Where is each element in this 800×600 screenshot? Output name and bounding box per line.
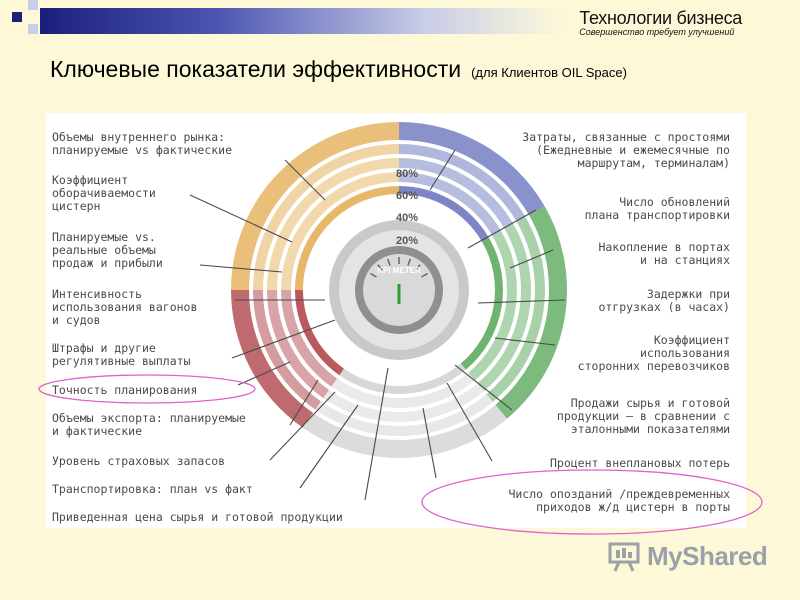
gauge-ring-segment: [302, 404, 507, 459]
gauge-ring-segment: [399, 122, 545, 215]
title-main: Ключевые показатели эффективности: [50, 56, 462, 82]
kpi-label-right: Затраты, связанные с простоями (Ежедневн…: [522, 130, 730, 170]
kpi-label-right: Число опозданий /преждевременных приходо…: [508, 487, 730, 514]
gauge-ring-segment: [399, 172, 502, 236]
leader-line: [477, 299, 566, 304]
leader-line: [422, 407, 437, 479]
kpi-label-left: Объемы экспорта: планируемые и фактическ…: [52, 411, 246, 438]
gauge-ring-segment: [231, 122, 399, 290]
meter-tick: [370, 272, 377, 278]
leader-line: [454, 364, 513, 411]
kpi-label-right: Коэффициент использования сторонних пере…: [577, 333, 730, 373]
ring-percent-label: 20%: [396, 235, 418, 247]
leader-line: [494, 337, 556, 346]
gauge-ring-segment: [399, 186, 490, 242]
ring-percent-label: 80%: [396, 168, 418, 180]
highlight-ellipse: [421, 469, 763, 535]
gauge-ring-segment: [253, 290, 321, 410]
gauge-ring-segment: [486, 217, 545, 402]
kpi-label-right: Продажи сырья и готовой продукции – в ср…: [556, 396, 730, 436]
kpi-label-right: Накопление в портах и на станциях: [598, 240, 730, 267]
gauge-ring-segment: [460, 238, 503, 370]
kpi-label-left: Планируемые vs. реальные объемы продаж и…: [52, 230, 163, 270]
gauge-ring-segment: [281, 172, 399, 290]
brand-title: Технологии бизнеса: [579, 8, 742, 28]
kpi-label-right: Задержки при отгрузках (в часах): [598, 287, 730, 314]
meter-tick: [387, 258, 391, 266]
leader-line: [269, 391, 336, 461]
leader-line: [429, 149, 456, 191]
kpi-label-left: Объемы внутреннего рынка: планируемые vs…: [52, 130, 233, 157]
gauge-ring-segment: [295, 290, 344, 376]
brand-tagline: Совершенство требует улучшений: [579, 27, 735, 37]
gauge-ring-segment: [399, 144, 526, 222]
meter-tick: [421, 272, 428, 278]
kpi-label-left: Транспортировка: план vs факт: [52, 482, 253, 496]
meter-label: KPI METER: [377, 266, 421, 275]
leader-line: [467, 209, 537, 249]
gauge-ring-segment: [331, 372, 475, 408]
gauge-ring-segment: [267, 158, 399, 290]
footer-logo: MyShared: [607, 540, 768, 572]
leader-line: [199, 264, 283, 273]
gauge-ring-segment: [231, 290, 313, 428]
leader-line: [364, 367, 389, 501]
kpi-label-left: Уровень страховых запасов: [52, 454, 226, 468]
gauge-ring-segment: [495, 206, 567, 419]
decor-square: [28, 24, 38, 34]
gauge-ring-segment: [477, 224, 531, 392]
kpi-label-left: Коэффициент оборачиваемости цистерн: [52, 173, 156, 213]
footer-logo-text: MyShared: [647, 540, 768, 571]
leader-line: [231, 319, 336, 359]
leader-line: [189, 194, 293, 243]
leader-line: [299, 404, 359, 489]
decor-square: [28, 0, 38, 10]
leader-line: [509, 249, 554, 269]
gauge-ring-segment: [468, 231, 517, 381]
meter-tick: [415, 264, 421, 271]
kpi-label-left: Точность планирования: [52, 383, 198, 397]
kpi-label-right: Число обновлений плана транспортировки: [584, 195, 730, 222]
meter-tick: [377, 264, 383, 271]
gauge-ring-segment: [253, 144, 399, 290]
brand: Технологии бизнеса Совершенство требует …: [579, 8, 742, 37]
decor-square: [12, 12, 22, 22]
kpi-label-left: Интенсивность использования вагонов и су…: [52, 287, 198, 327]
leader-line: [446, 382, 493, 462]
gauge-ring-segment: [399, 158, 514, 229]
gauge-ring-segment: [323, 383, 484, 422]
gauge-ring-segment: [315, 394, 493, 436]
header-gradient: [40, 8, 740, 34]
ring-percent-label: 40%: [396, 212, 418, 224]
kpi-label-left: Штрафы и другие регулятивные выплаты: [52, 341, 191, 368]
title-sub: (для Клиентов OIL Space): [471, 65, 627, 80]
kpi-label-right: Процент внеплановых потерь: [549, 456, 730, 470]
leader-line: [284, 159, 326, 201]
kpi-label-left: Приведенная цена сырья и готовой продукц…: [52, 510, 343, 524]
leader-line: [237, 361, 291, 386]
page-title: Ключевые показатели эффективности (для Кл…: [50, 56, 627, 83]
header-bar: Технологии бизнеса Совершенство требует …: [0, 0, 800, 48]
gauge-ring-segment: [295, 186, 399, 290]
ring-percent-label: 60%: [396, 190, 418, 202]
presentation-board-icon: [608, 542, 640, 572]
gauge-ring-segment: [339, 363, 466, 394]
gauge-ring-segment: [267, 290, 330, 399]
meter-tick: [407, 258, 411, 266]
leader-line: [289, 379, 319, 426]
highlight-ellipse: [38, 374, 256, 404]
